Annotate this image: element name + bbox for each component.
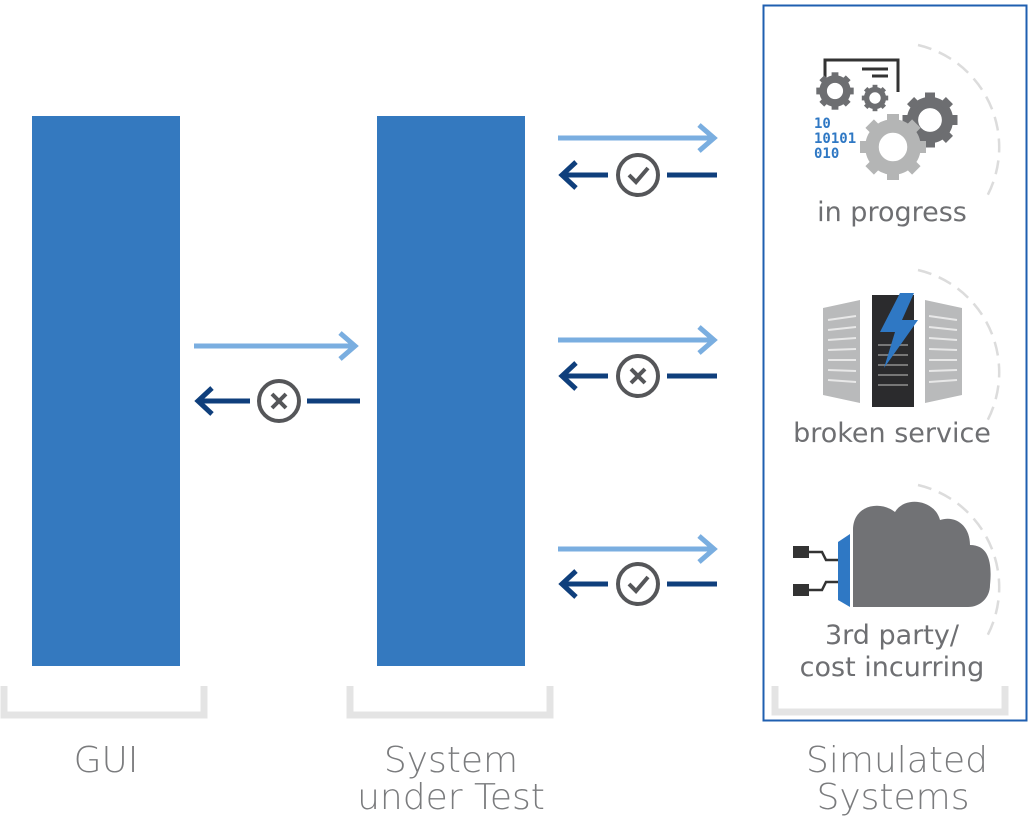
response-arrow: [194, 386, 360, 416]
dashed-arc: [917, 483, 1001, 641]
sut-bracket: [346, 686, 554, 719]
failure-icon: [616, 354, 660, 398]
dashed-arc: [917, 268, 1001, 426]
cloud-icon: [793, 501, 991, 607]
gears-icon: 10 10101 010: [814, 58, 958, 180]
server-lightning-icon: [823, 293, 962, 407]
sut-bar: [377, 116, 525, 666]
response-arrow: [558, 361, 717, 391]
column-label-sim-line1: Simulated: [806, 740, 988, 781]
request-arrow: [558, 325, 718, 355]
column-label-sim-line2: Systems: [817, 777, 970, 818]
success-icon: [616, 562, 660, 606]
sim-label-3rd-party: 3rd party/: [825, 620, 960, 651]
sim-label-cost-incurring: cost incurring: [800, 652, 985, 683]
dashed-arc: [917, 43, 1001, 201]
gui-bar: [32, 116, 180, 666]
sim-label-in-progress: in progress: [817, 197, 967, 228]
sim-bracket: [771, 686, 1009, 716]
request-arrow: [194, 331, 359, 361]
request-arrow: [558, 123, 718, 153]
response-arrow: [558, 160, 717, 190]
failure-icon: [257, 379, 301, 423]
gui-bracket: [0, 686, 208, 719]
response-arrow: [558, 569, 717, 599]
request-arrow: [558, 534, 718, 564]
column-label-sut-line1: System: [384, 740, 518, 781]
success-icon: [616, 153, 660, 197]
simulated-systems-box: [762, 4, 1028, 722]
column-label-sut-line2: under Test: [357, 777, 545, 818]
column-label-gui: GUI: [74, 740, 139, 781]
svg-text:010: 010: [814, 146, 839, 162]
svg-text:10: 10: [814, 116, 831, 132]
sim-label-broken-service: broken service: [793, 418, 991, 449]
svg-text:10101: 10101: [814, 131, 856, 147]
